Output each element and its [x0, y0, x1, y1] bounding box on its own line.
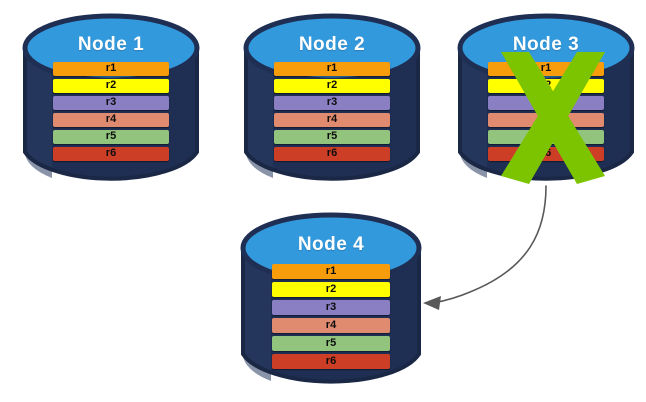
row-label: r5: [326, 130, 338, 142]
row-r5[interactable]: r5: [53, 130, 169, 144]
row-label: r1: [105, 62, 117, 74]
row-r4[interactable]: r4: [53, 113, 169, 127]
row-r6[interactable]: r6: [272, 354, 390, 369]
row-label: r2: [325, 282, 337, 295]
row-r1[interactable]: r1: [488, 62, 604, 76]
node-2-rows: r1 r2 r3 r4 r5 r6: [274, 62, 390, 161]
node-1-rows: r1 r2 r3 r4 r5 r6: [53, 62, 169, 161]
row-label: r6: [540, 147, 552, 159]
row-label: r5: [540, 130, 552, 142]
row-r4[interactable]: r4: [488, 113, 604, 127]
row-label: r4: [105, 113, 117, 125]
row-r2[interactable]: r2: [272, 282, 390, 297]
row-label: r2: [540, 79, 552, 91]
row-label: r4: [540, 113, 552, 125]
row-label: r4: [325, 318, 337, 331]
row-label: r6: [105, 147, 117, 159]
node-1[interactable]: Node 1 r1 r2 r3 r4 r5 r6: [22, 12, 200, 188]
row-r3[interactable]: r3: [488, 96, 604, 110]
node-3-rows: r1 r2 r3 r4 r5 r6: [488, 62, 604, 161]
row-label: r1: [540, 62, 552, 74]
row-label: r1: [325, 264, 337, 277]
node-3[interactable]: Node 3 r1 r2 r3 r4 r5 r6: [457, 12, 635, 188]
row-label: r3: [105, 96, 117, 108]
row-label: r5: [325, 336, 337, 349]
row-label: r3: [325, 300, 337, 313]
row-r1[interactable]: r1: [272, 264, 390, 279]
row-r1[interactable]: r1: [274, 62, 390, 76]
row-r4[interactable]: r4: [274, 113, 390, 127]
row-label: r4: [326, 113, 338, 125]
row-label: r3: [326, 96, 338, 108]
row-r4[interactable]: r4: [272, 318, 390, 333]
row-r3[interactable]: r3: [272, 300, 390, 315]
row-r5[interactable]: r5: [274, 130, 390, 144]
row-label: r2: [105, 79, 117, 91]
row-r2[interactable]: r2: [274, 79, 390, 93]
row-r1[interactable]: r1: [53, 62, 169, 76]
node-4[interactable]: Node 4 r1 r2 r3 r4 r5 r6: [240, 210, 422, 392]
row-label: r6: [325, 354, 337, 367]
row-label: r6: [326, 147, 338, 159]
row-r5[interactable]: r5: [272, 336, 390, 351]
row-r6[interactable]: r6: [274, 147, 390, 161]
row-r3[interactable]: r3: [53, 96, 169, 110]
row-r6[interactable]: r6: [53, 147, 169, 161]
row-r6[interactable]: r6: [488, 147, 604, 161]
node-4-rows: r1 r2 r3 r4 r5 r6: [272, 264, 390, 369]
row-label: r5: [105, 130, 117, 142]
row-r2[interactable]: r2: [488, 79, 604, 93]
row-r2[interactable]: r2: [53, 79, 169, 93]
row-r5[interactable]: r5: [488, 130, 604, 144]
row-label: r3: [540, 96, 552, 108]
row-r3[interactable]: r3: [274, 96, 390, 110]
node-2[interactable]: Node 2 r1 r2 r3 r4 r5 r6: [243, 12, 421, 188]
row-label: r2: [326, 79, 338, 91]
row-label: r1: [326, 62, 338, 74]
